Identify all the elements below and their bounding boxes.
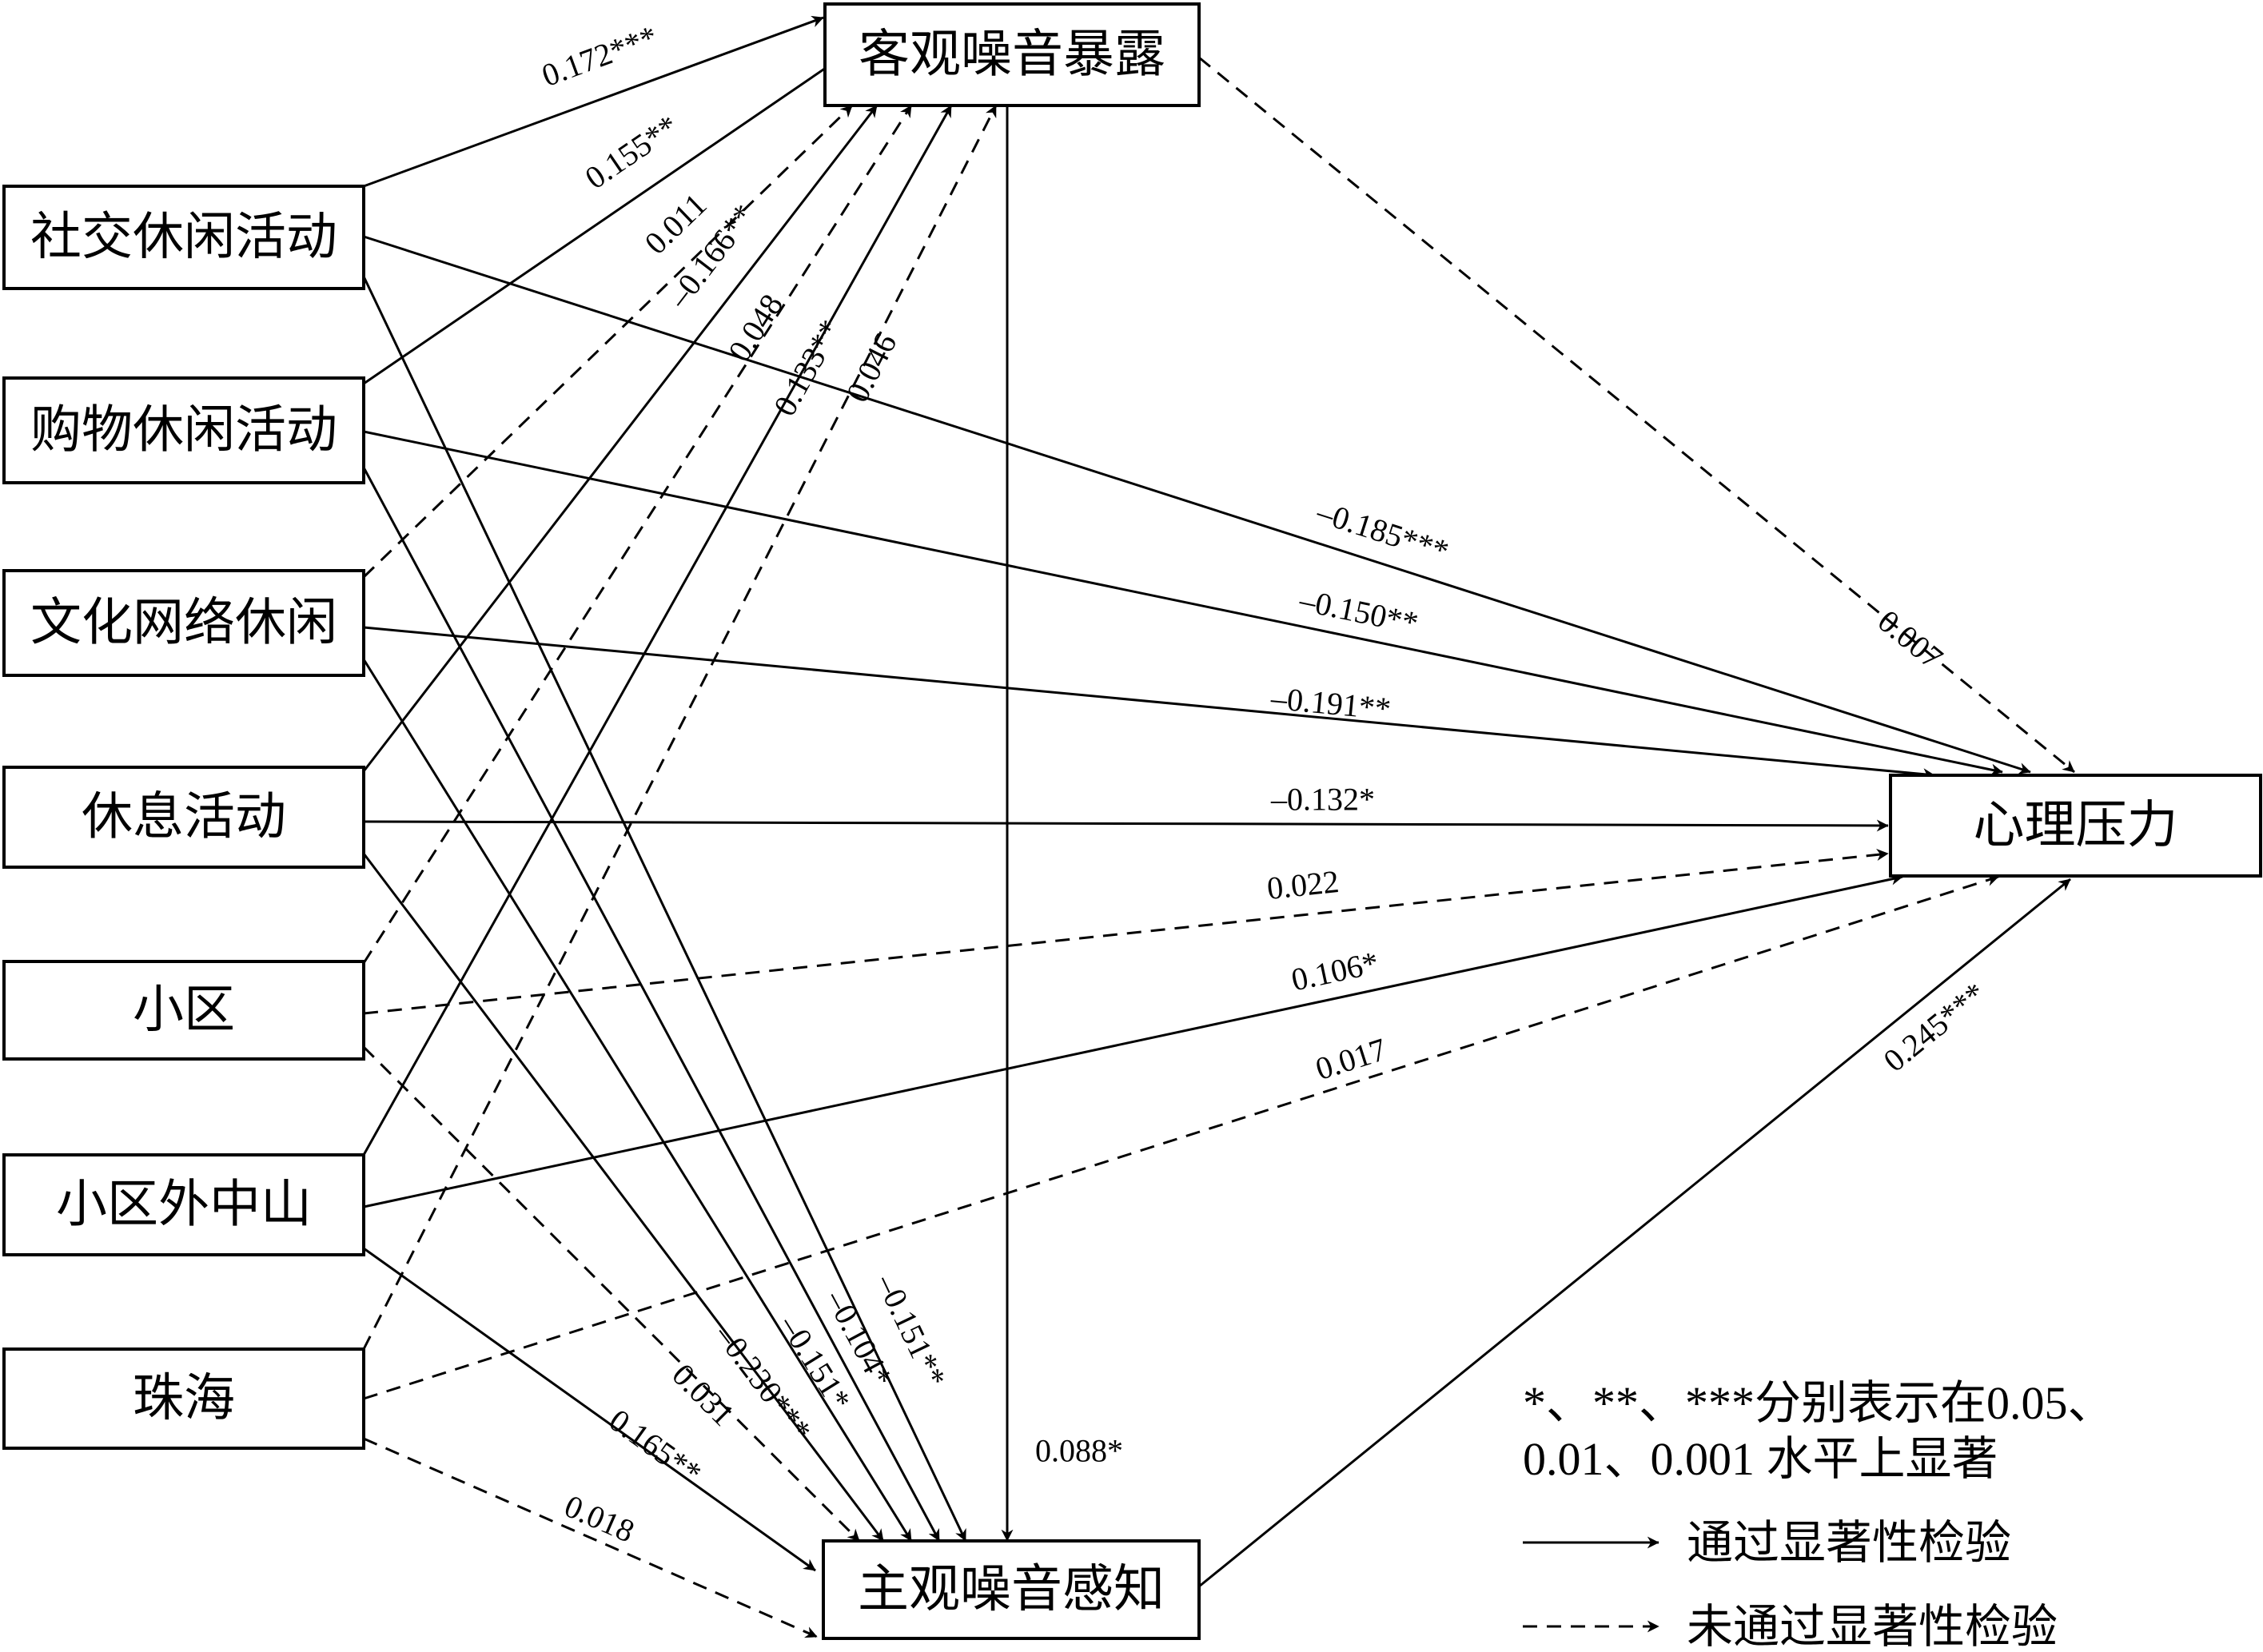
coef-shopping-to-objective: 0.155** — [579, 108, 685, 197]
coef-objective-to-stress: 0.007 — [1871, 603, 1950, 676]
node-label-zhuhai: 珠海 — [133, 1369, 235, 1428]
coefficient-labels: 0.172***0.155**0.011–0.166**0.0480.133**… — [537, 18, 1993, 1550]
edge-shopping-to-objective — [363, 56, 842, 385]
node-box-stress — [1889, 774, 2262, 878]
node-label-zhongshan: 小区外中山 — [56, 1176, 312, 1235]
node-zhongshan: 小区外中山 — [2, 1153, 365, 1256]
coef-community-to-stress: 0.022 — [1265, 863, 1341, 906]
coef-community-to-objective: 0.048 — [721, 288, 790, 368]
edge-culture-to-objective — [362, 104, 854, 579]
edge-rest-to-stress — [363, 819, 1889, 832]
node-label-culture: 文化网络休闲 — [30, 594, 337, 653]
node-label-stress: 心理压力 — [1974, 796, 2178, 855]
coef-social-to-objective: 0.172*** — [537, 18, 662, 94]
edge-objective-to-stress — [1198, 56, 2075, 774]
coef-zhongshan-to-objective: 0.133** — [767, 313, 849, 421]
node-zhuhai: 珠海 — [2, 1347, 365, 1450]
node-label-subjective: 主观噪音感知 — [858, 1560, 1165, 1619]
edge-zhongshan-to-subjective — [363, 1247, 816, 1572]
edges-layer — [362, 15, 2075, 1638]
edge-zhuhai-to-subjective — [363, 1437, 818, 1638]
edge-shopping-to-subjective — [362, 467, 941, 1542]
edge-social-to-objective — [363, 15, 824, 188]
node-box-subjective — [822, 1539, 1201, 1640]
legend-dashed-label: 未通过显著性检验 — [1687, 1601, 2058, 1652]
node-stress: 心理压力 — [1889, 774, 2262, 878]
node-box-objective — [823, 2, 1201, 107]
coef-zhongshan-to-stress: 0.106* — [1289, 944, 1382, 997]
node-community: 小区 — [2, 960, 365, 1061]
edge-rest-to-subjective — [362, 853, 885, 1542]
node-box-zhongshan — [2, 1153, 365, 1256]
legend: *、**、***分别表示在0.05、 0.01、0.001 水平上显著 通过显著… — [1523, 1377, 2114, 1652]
edge-zhongshan-to-objective — [362, 105, 953, 1156]
node-objective: 客观噪音暴露 — [823, 2, 1201, 107]
node-label-objective: 客观噪音暴露 — [859, 26, 1165, 85]
edge-rest-to-objective — [362, 105, 879, 772]
edge-community-to-objective — [362, 105, 913, 964]
coef-objective-to-subjective: 0.088* — [1035, 1433, 1123, 1469]
coef-culture-to-stress: –0.191** — [1269, 679, 1392, 726]
node-box-community — [2, 960, 365, 1061]
node-subjective: 主观噪音感知 — [822, 1539, 1201, 1640]
node-label-social: 社交休闲活动 — [30, 208, 337, 267]
coef-zhuhai-to-objective: 0.046 — [839, 328, 904, 408]
edge-community-to-subjective — [362, 1045, 861, 1543]
node-label-rest: 休息活动 — [82, 788, 286, 847]
node-culture: 文化网络休闲 — [2, 569, 365, 677]
coef-zhongshan-to-subjective: 0.165** — [603, 1402, 708, 1491]
legend-note-line2: 0.01、0.001 水平上显著 — [1523, 1433, 1998, 1485]
edge-social-to-subjective — [362, 276, 967, 1542]
edge-culture-to-stress — [363, 626, 1935, 781]
legend-solid-label: 通过显著性检验 — [1687, 1517, 2011, 1569]
node-social: 社交休闲活动 — [2, 185, 365, 290]
legend-note-line1: *、**、***分别表示在0.05、 — [1523, 1377, 2114, 1429]
node-shopping: 购物休闲活动 — [2, 376, 365, 484]
node-box-rest — [2, 766, 365, 869]
node-box-social — [2, 185, 365, 290]
edge-social-to-stress — [363, 235, 2031, 774]
edge-zhuhai-to-objective — [362, 105, 998, 1350]
coef-social-to-stress: –0.185*** — [1312, 493, 1453, 569]
node-label-shopping: 购物休闲活动 — [30, 401, 337, 460]
edge-zhongshan-to-stress — [363, 873, 1903, 1208]
node-box-shopping — [2, 376, 365, 484]
coef-shopping-to-stress: –0.150** — [1296, 582, 1421, 642]
edge-culture-to-subjective — [362, 659, 913, 1542]
node-rest: 休息活动 — [2, 766, 365, 869]
coef-zhuhai-to-subjective: 0.018 — [560, 1487, 639, 1549]
coef-rest-to-stress: –0.132* — [1270, 782, 1375, 818]
edge-shopping-to-stress — [363, 430, 2003, 776]
edge-community-to-stress — [363, 849, 1889, 1015]
edge-subjective-to-stress — [1198, 878, 2071, 1588]
node-box-zhuhai — [2, 1347, 365, 1450]
node-label-community: 小区 — [133, 981, 235, 1040]
coef-zhuhai-to-stress: 0.017 — [1311, 1031, 1390, 1087]
node-box-culture — [2, 569, 365, 677]
